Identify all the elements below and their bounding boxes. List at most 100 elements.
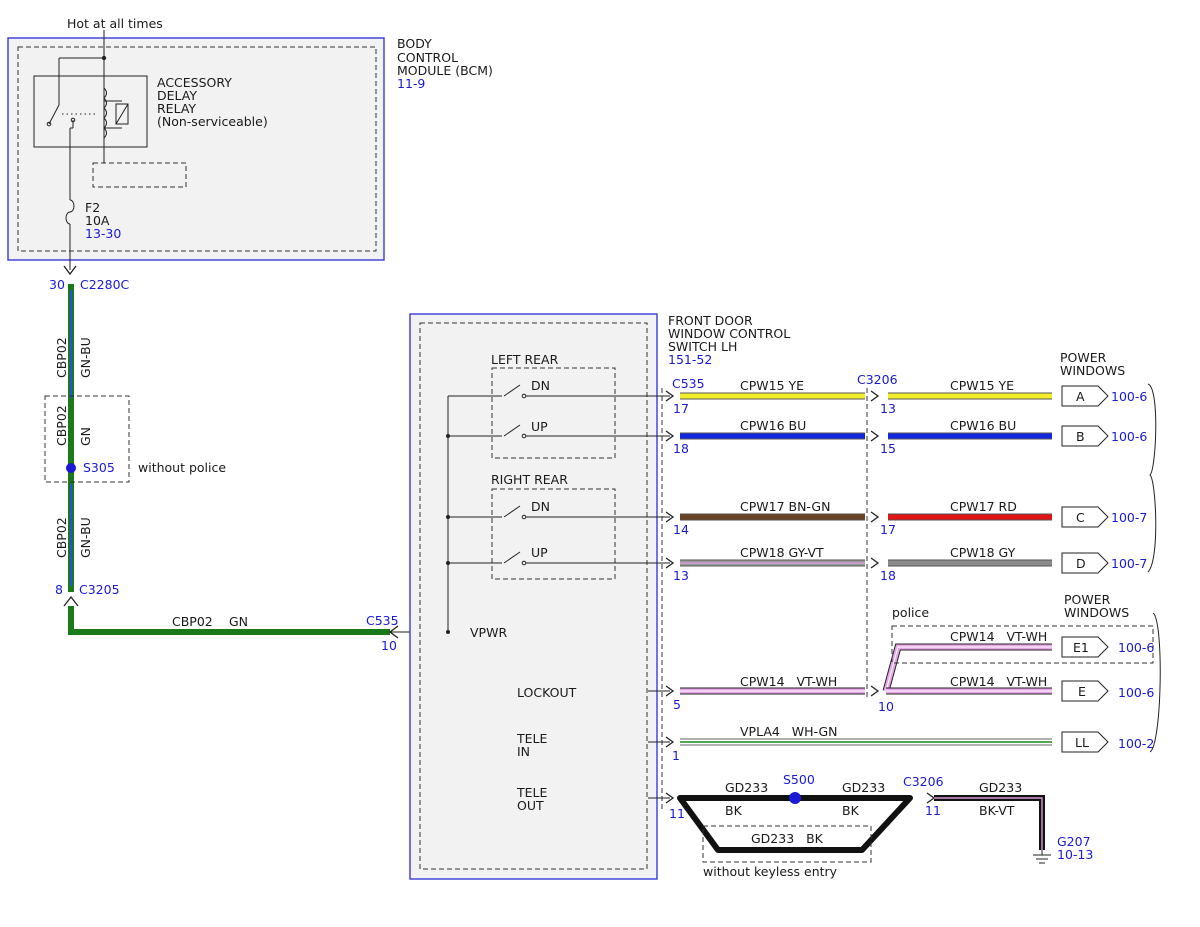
wire-row-1-pin-left: 17 <box>673 401 689 416</box>
lockout-pin-left: 5 <box>673 697 681 712</box>
wire-row-1-pin-right: 13 <box>880 401 896 416</box>
without-keyless-note: without keyless entry <box>703 864 838 879</box>
tele-out-ground <box>677 792 1051 864</box>
right-rear-label: RIGHT REAR <box>491 472 568 487</box>
wire-cbp02-top: CBP02 <box>54 337 69 378</box>
switch-ref: 151-52 <box>668 352 712 367</box>
wire-row-3-label-right: CPW17 RD <box>950 499 1017 514</box>
wire-row-4-connector-box <box>1061 552 1109 574</box>
tele-in-wire-label: VPLA4 WH-GN <box>740 724 838 739</box>
relay-label-3: RELAY <box>157 101 196 116</box>
wire-row-2-connector-box <box>1061 425 1109 447</box>
lockout-wire-upper: CPW14 VT-WH <box>950 629 1047 644</box>
wire-row-1-label-right: CPW15 YE <box>950 378 1014 393</box>
wire-color-bot: GN-BU <box>78 517 93 558</box>
wire-row-4-connector-letter: D <box>1076 556 1086 571</box>
c2280c-pin: 30 <box>49 277 65 292</box>
left-rear-label: LEFT REAR <box>491 352 559 367</box>
hot-at-all-times-label: Hot at all times <box>67 16 163 31</box>
wire-row-3-ref: 100-7 <box>1111 510 1147 525</box>
tele-out-pin-right: 11 <box>925 803 941 818</box>
tele-out-label-1: TELE <box>516 785 547 800</box>
wire-row-4-pin-left: 13 <box>673 568 689 583</box>
tele-in-label-1: TELE <box>516 731 547 746</box>
switch-title-1: FRONT DOOR <box>668 313 753 328</box>
wire-cbp02-bot: CBP02 <box>54 517 69 558</box>
lr-dn-label: DN <box>531 378 550 393</box>
fuse-rating: 10A <box>85 213 110 228</box>
wire-row-2-label-right: CPW16 BU <box>950 418 1016 433</box>
rr-dn-label: DN <box>531 499 550 514</box>
bottom-wire-color: GN <box>229 614 248 629</box>
power-windows-3: POWER <box>1064 592 1111 607</box>
wire-cbp02-mid: CBP02 <box>54 405 69 446</box>
c3205-pin: 8 <box>55 582 63 597</box>
lr-up-label: UP <box>531 419 548 434</box>
relay-label-1: ACCESSORY <box>157 75 232 90</box>
splice-s500: S500 <box>783 772 815 787</box>
relay-label-2: DELAY <box>157 88 197 103</box>
wire-color-mid: GN <box>78 427 93 446</box>
wire-row-4-pin-right: 18 <box>880 568 896 583</box>
fuse-name: F2 <box>85 200 100 215</box>
ground-g207: G207 <box>1057 834 1091 849</box>
switch-contact-rr-up <box>448 551 670 566</box>
power-windows-1: POWER <box>1060 350 1107 365</box>
wire-row-2-connector-letter: B <box>1076 429 1085 444</box>
power-windows-4: WINDOWS <box>1064 605 1129 620</box>
ground-ref: 10-13 <box>1057 847 1093 862</box>
switch-title-2: WINDOW CONTROL <box>668 326 790 341</box>
connector-e-ref: 100-6 <box>1118 685 1154 700</box>
group-brackets <box>1147 383 1161 753</box>
wire-row-1-connector-box <box>1061 385 1109 407</box>
tele-out-c3206: C3206 <box>903 774 944 789</box>
tele-out-pin-left: 11 <box>669 806 685 821</box>
switch-title-3: SWITCH LH <box>668 339 737 354</box>
lockout-wire <box>680 625 1154 702</box>
c3205-name: C3205 <box>79 582 120 597</box>
wire-row-1-label-left: CPW15 YE <box>740 378 804 393</box>
fuse-ref: 13-30 <box>85 226 121 241</box>
wire-row-1-connector-letter: A <box>1076 389 1085 404</box>
bcm-title-1: BODY <box>397 36 432 51</box>
connector-e1: E1 <box>1073 640 1089 655</box>
connector-ll-ref: 100-2 <box>1118 736 1154 751</box>
lockout-wire-left: CPW14 VT-WH <box>740 674 837 689</box>
gd233-bottom: GD233 BK <box>751 831 824 846</box>
wire-row-4-ref: 100-7 <box>1111 556 1147 571</box>
bcm-title-2: CONTROL <box>397 50 458 65</box>
wire-row-3-connector-box <box>1061 506 1109 528</box>
lockout-label: LOCKOUT <box>517 685 577 700</box>
wire-row-3-connector-letter: C <box>1076 510 1085 525</box>
lockout-wire-lower: CPW14 VT-WH <box>950 674 1047 689</box>
left-wire <box>44 284 448 639</box>
wire-row-2-ref: 100-6 <box>1111 429 1147 444</box>
splice-s305: S305 <box>83 460 115 475</box>
gd233-right-color: BK <box>842 803 860 818</box>
wire-row-3-pin-left: 14 <box>673 522 689 537</box>
gd233-out-color: BK-VT <box>979 803 1015 818</box>
wire-row-3-label-left: CPW17 BN-GN <box>740 499 830 514</box>
c535-vpwr-pin: 10 <box>381 638 397 653</box>
wire-row-1-ref: 100-6 <box>1111 389 1147 404</box>
c535-vpwr-name: C535 <box>366 613 399 628</box>
c2280c-name: C2280C <box>80 277 130 292</box>
tele-in-pin: 1 <box>672 748 680 763</box>
wire-row-4-label-left: CPW18 GY-VT <box>740 545 824 560</box>
gd233-out: GD233 <box>979 780 1022 795</box>
vpwr-label: VPWR <box>470 625 507 640</box>
wire-row-2-label-left: CPW16 BU <box>740 418 806 433</box>
wire-arrows <box>665 390 936 804</box>
c3206-label: C3206 <box>857 372 898 387</box>
tele-in-wire <box>680 731 1109 753</box>
gd233-right: GD233 <box>842 780 885 795</box>
police-note: police <box>892 605 929 620</box>
bottom-wire-circuit: CBP02 <box>172 614 213 629</box>
lockout-pin-right: 10 <box>878 699 894 714</box>
tele-in-label-2: IN <box>517 744 530 759</box>
connector-e: E <box>1078 684 1086 699</box>
wire-row-3-pin-right: 17 <box>880 522 896 537</box>
bcm-title-3: MODULE (BCM) <box>397 63 493 78</box>
